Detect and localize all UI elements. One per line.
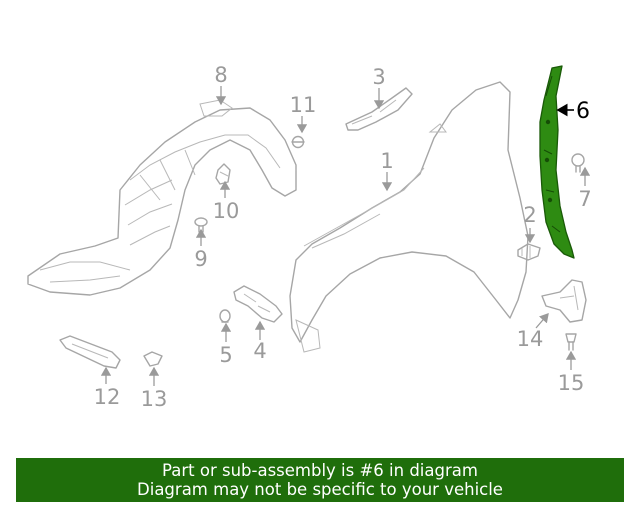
fastener-part-5: [219, 309, 231, 323]
callout-3: 3: [372, 65, 385, 89]
screw-part-15: [565, 333, 577, 351]
parts-diagram: 8 3 11 1 6 7 10 2 9 5 4 12 13 14 15: [27, 63, 592, 411]
callout-1: 1: [380, 149, 393, 173]
callout-4: 4: [253, 339, 266, 363]
bolt-part-2: [517, 243, 541, 261]
callout-11: 11: [290, 93, 317, 117]
clip-part-10: [215, 163, 231, 185]
fender-liner-part: [27, 99, 297, 296]
callout-15: 15: [558, 371, 585, 395]
callout-12: 12: [94, 385, 121, 409]
callout-labels: 8 3 11 1 6 7 10 2 9 5 4 12 13 14 15: [94, 63, 592, 411]
leader-lines: [100, 86, 591, 386]
strip-part-12: [59, 335, 121, 369]
bracket-part-4: [233, 285, 283, 323]
callout-14: 14: [517, 327, 544, 351]
callout-13: 13: [141, 387, 168, 411]
callout-2: 2: [523, 203, 536, 227]
callout-10: 10: [213, 199, 240, 223]
screw-part-11: [291, 135, 305, 149]
callout-5: 5: [219, 343, 232, 367]
banner-line-part: Part or sub-assembly is #6 in diagram: [162, 461, 478, 480]
clip-part-13: [143, 351, 163, 367]
fastener-part-9: [194, 217, 208, 233]
banner-line-disclaimer: Diagram may not be specific to your vehi…: [137, 480, 503, 499]
fender-part-1: [289, 81, 529, 353]
callout-8: 8: [214, 63, 227, 87]
callout-7: 7: [578, 187, 591, 211]
callout-9: 9: [194, 247, 207, 271]
clip-part-7: [571, 153, 585, 173]
callout-6: 6: [576, 99, 590, 124]
bracket-part-14: [541, 279, 587, 323]
seal-part-6-highlighted: [539, 65, 575, 259]
info-banner: Part or sub-assembly is #6 in diagram Di…: [16, 458, 624, 502]
